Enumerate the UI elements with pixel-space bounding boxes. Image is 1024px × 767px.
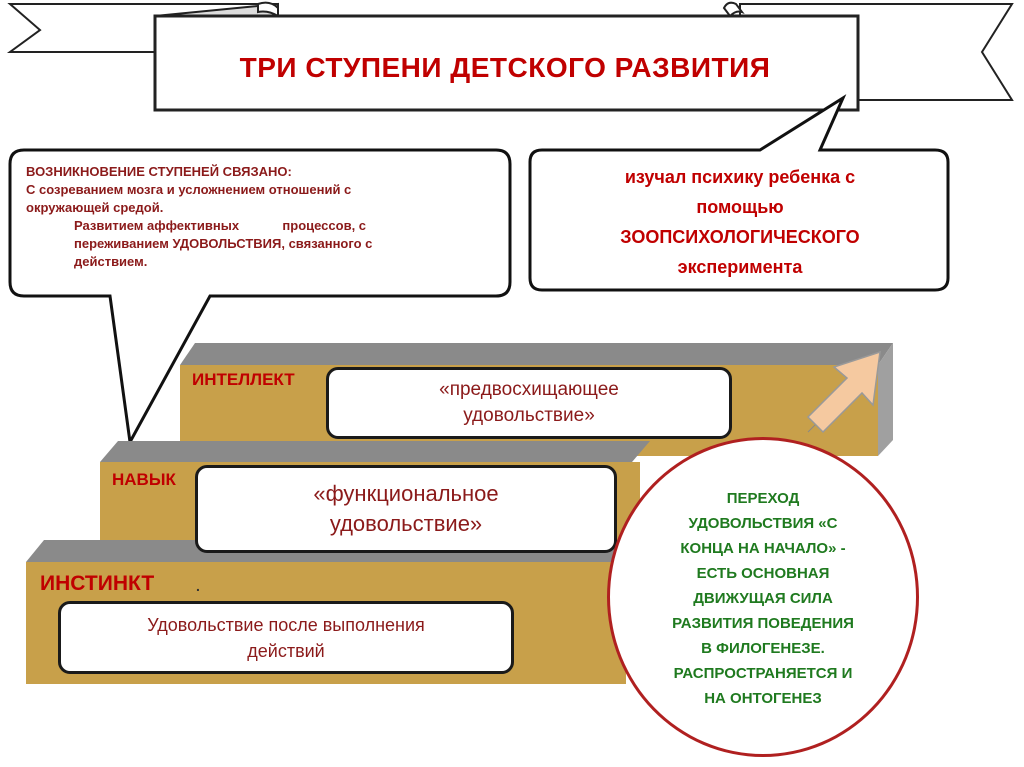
left-bubble-text: ВОЗНИКНОВЕНИЕ СТУПЕНЕЙ СВЯЗАНО: С созрев… bbox=[26, 163, 496, 271]
step-label-intellect: ИНТЕЛЛЕКТ bbox=[192, 370, 295, 389]
right-bubble-line-2: помощью bbox=[696, 197, 784, 217]
left-bubble-line-4: переживанием УДОВОЛЬСТВИЯ, связанного с bbox=[74, 236, 373, 251]
right-bubble-line-1: изучал психику ребенка с bbox=[624, 167, 856, 187]
circle-line-2: УДОВОЛЬСТВИЯ «С bbox=[688, 514, 838, 532]
up-arrow-icon bbox=[806, 350, 881, 434]
left-bubble-line-5: действием. bbox=[74, 254, 148, 269]
circle-line-9: НА ОНТОГЕНЕЗ bbox=[704, 689, 822, 707]
step-label-skill: НАВЫК bbox=[112, 470, 176, 489]
circle-line-4: ЕСТЬ ОСНОВНАЯ bbox=[696, 564, 830, 582]
circle-line-8: РАСПРОСТРАНЯЕТСЯ И bbox=[673, 664, 853, 682]
left-speech-bubble bbox=[8, 148, 512, 447]
conclusion-circle: ПЕРЕХОД УДОВОЛЬСТВИЯ «С КОНЦА НА НАЧАЛО»… bbox=[607, 437, 919, 757]
instinct-box: Удовольствие после выполнения действий bbox=[58, 601, 514, 674]
left-bubble-line-2: окружающей средой. bbox=[26, 200, 164, 215]
skill-box-line-2: удовольствие» bbox=[329, 511, 483, 536]
step-dot: . bbox=[196, 578, 200, 594]
intellect-box: «предвосхищающее удовольствие» bbox=[326, 367, 732, 439]
instinct-box-line-1: Удовольствие после выполнения bbox=[147, 614, 425, 635]
right-bubble-line-3: ЗООПСИХОЛОГИЧЕСКОГО bbox=[620, 227, 860, 247]
skill-box: «функциональное удовольствие» bbox=[195, 465, 617, 553]
intellect-box-line-1: «предвосхищающее bbox=[439, 379, 619, 400]
circle-line-1: ПЕРЕХОД bbox=[726, 489, 800, 507]
left-bubble-line-3: Развитием аффективных процессов, с bbox=[74, 218, 367, 233]
page-title: ТРИ СТУПЕНИ ДЕТСКОГО РАЗВИТИЯ bbox=[239, 52, 771, 83]
circle-line-6: РАЗВИТИЯ ПОВЕДЕНИЯ bbox=[672, 614, 854, 632]
circle-text: ПЕРЕХОД УДОВОЛЬСТВИЯ «С КОНЦА НА НАЧАЛО»… bbox=[648, 486, 878, 711]
skill-box-line-1: «функциональное bbox=[313, 481, 499, 506]
step-label-instinct: ИНСТИНКТ bbox=[40, 572, 155, 595]
circle-line-7: В ФИЛОГЕНЕЗЕ. bbox=[701, 639, 825, 657]
left-bubble-heading: ВОЗНИКНОВЕНИЕ СТУПЕНЕЙ СВЯЗАНО: bbox=[26, 164, 292, 179]
banner-ribbon bbox=[6, 1, 1014, 112]
circle-line-3: КОНЦА НА НАЧАЛО» - bbox=[680, 539, 846, 557]
right-speech-bubble bbox=[528, 94, 950, 292]
circle-line-5: ДВИЖУЩАЯ СИЛА bbox=[693, 589, 833, 607]
instinct-box-line-2: действий bbox=[247, 640, 325, 661]
intellect-box-line-2: удовольствие» bbox=[463, 405, 595, 426]
right-bubble-text: изучал психику ребенка с помощью ЗООПСИХ… bbox=[535, 162, 945, 282]
left-bubble-line-1: С созреванием мозга и усложнением отноше… bbox=[26, 182, 352, 197]
right-bubble-line-4: эксперимента bbox=[677, 257, 803, 277]
